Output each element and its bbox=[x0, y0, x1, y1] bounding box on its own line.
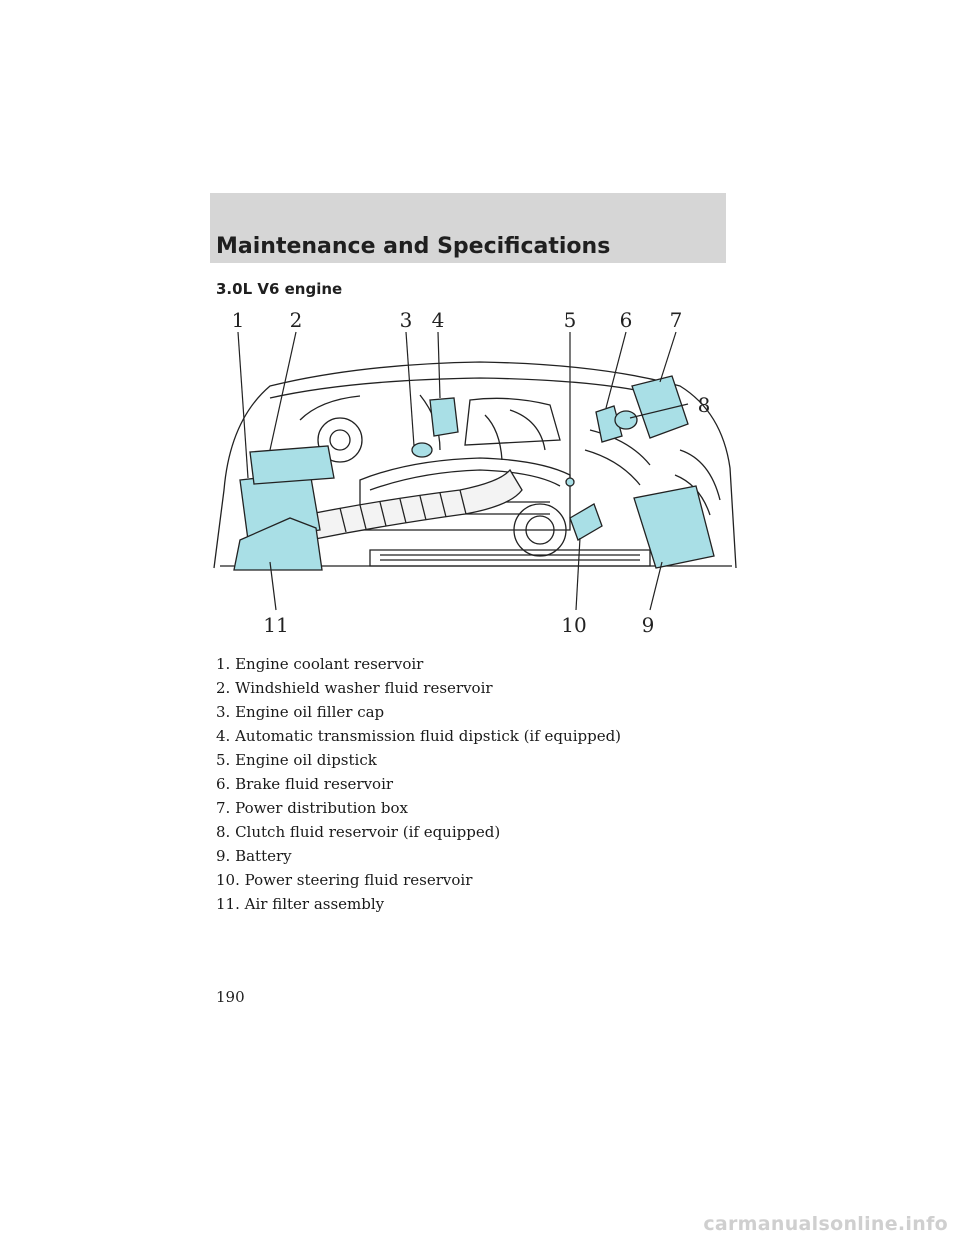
callout-5: 5 bbox=[564, 308, 577, 332]
callout-9: 9 bbox=[642, 613, 655, 637]
legend-item: 11. Air filter assembly bbox=[216, 895, 385, 913]
callout-2: 2 bbox=[290, 308, 303, 332]
oil-filler-cap-shape bbox=[411, 442, 433, 458]
battery-shape bbox=[633, 485, 715, 569]
legend-item: 10. Power steering fluid reservoir bbox=[216, 871, 473, 889]
component-legend: 1. Engine coolant reservoir 2. Windshiel… bbox=[216, 652, 621, 916]
callout-leader-lines bbox=[237, 331, 689, 611]
legend-item: 5. Engine oil dipstick bbox=[216, 751, 377, 769]
callout-6: 6 bbox=[620, 308, 633, 332]
callout-1: 1 bbox=[232, 308, 245, 332]
brake-reservoir-shape bbox=[595, 405, 623, 443]
engine-diagram: 1 2 3 4 5 6 7 8 9 10 11 bbox=[210, 300, 740, 645]
atf-dipstick-shape bbox=[429, 397, 459, 437]
callout-3: 3 bbox=[400, 308, 413, 332]
header-band bbox=[210, 193, 726, 263]
callout-11: 11 bbox=[263, 613, 288, 637]
section-title: 3.0L V6 engine bbox=[216, 280, 343, 298]
power-distribution-box-shape bbox=[631, 375, 689, 439]
legend-item: 6. Brake fluid reservoir bbox=[216, 775, 394, 793]
legend-item: 7. Power distribution box bbox=[216, 799, 408, 817]
air-intake-duct bbox=[304, 468, 523, 541]
callout-8: 8 bbox=[698, 393, 711, 417]
legend-item: 1. Engine coolant reservoir bbox=[216, 655, 424, 673]
page-number: 190 bbox=[216, 988, 245, 1006]
clutch-reservoir-shape bbox=[614, 410, 638, 430]
page-title: Maintenance and Specifications bbox=[216, 234, 611, 259]
callout-10: 10 bbox=[561, 613, 586, 637]
oil-dipstick-shape bbox=[565, 477, 575, 487]
washer-reservoir-shape bbox=[249, 445, 335, 485]
footer-watermark[interactable]: carmanualsonline.info bbox=[703, 1213, 948, 1235]
legend-item: 9. Battery bbox=[216, 847, 292, 865]
legend-item: 4. Automatic transmission fluid dipstick… bbox=[216, 727, 622, 745]
power-steering-reservoir-shape bbox=[569, 503, 603, 541]
callout-7: 7 bbox=[670, 308, 683, 332]
legend-item: 8. Clutch fluid reservoir (if equipped) bbox=[216, 823, 501, 841]
air-filter-shape bbox=[233, 517, 323, 571]
legend-item: 3. Engine oil filler cap bbox=[216, 703, 385, 721]
callout-4: 4 bbox=[432, 308, 445, 332]
highlighted-components bbox=[233, 375, 715, 571]
legend-item: 2. Windshield washer fluid reservoir bbox=[216, 679, 493, 697]
